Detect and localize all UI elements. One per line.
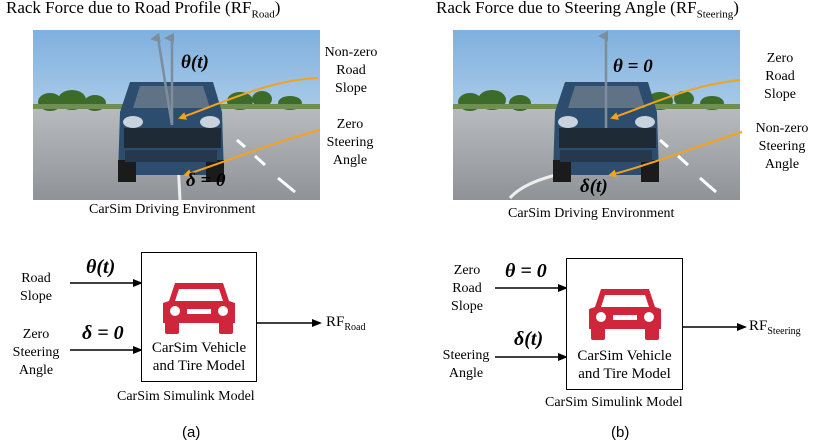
panel-a-input1-symbol: θ(t): [86, 256, 116, 278]
panel-b-title-text: Rack Force due to Steering Angle (RF: [436, 0, 697, 17]
panel-b-input2-symbol: δ(t): [514, 328, 544, 350]
panel-a-title-text: Rack Force due to Road Profile (RF: [6, 0, 252, 17]
panel-a-title-sub: Road: [251, 8, 275, 21]
panel-a-model-box: CarSim Vehicle and Tire Model: [141, 252, 257, 382]
panel-b-label: (b): [611, 424, 630, 441]
panel-b-box-text: CarSim Vehicle and Tire Model: [577, 348, 672, 382]
car-icon: [163, 283, 235, 334]
panel-a-annot-steer: Zero Steering Angle: [326, 117, 374, 168]
panel-a-output: RFRoad: [326, 314, 366, 333]
panel-b-block-diagram: [495, 284, 747, 361]
panel-a-annot-slope: Non-zero Road Slope: [324, 45, 378, 96]
panel-b-model-caption: CarSim Simulink Model: [545, 395, 683, 410]
panel-a-model-caption: CarSim Simulink Model: [117, 389, 255, 404]
panel-a-input2-symbol: δ = 0: [82, 322, 124, 344]
panel-a-input1-label: Road Slope: [20, 271, 52, 304]
panel-a-block-diagram: [70, 279, 322, 354]
panel-a-scene-delta: δ = 0: [186, 170, 226, 191]
panel-b-env-caption: CarSim Driving Environment: [508, 206, 675, 221]
panel-a-label: (a): [182, 424, 201, 441]
car-icon: [589, 289, 661, 340]
panel-b-input2-label: Steering Angle: [442, 348, 490, 381]
panel-b-input1-symbol: θ = 0: [505, 260, 547, 282]
panel-b-output: RFSteering: [749, 318, 801, 337]
panel-b-annot-slope: Zero Road Slope: [764, 51, 796, 102]
panel-a-scene-theta: θ(t): [181, 52, 209, 73]
panel-a-scene-image: [33, 30, 321, 201]
panel-b-title-close: ): [733, 0, 739, 17]
panel-a-title: Rack Force due to Road Profile (RFRoad): [6, 0, 280, 20]
panel-b-model-box: CarSim Vehicle and Tire Model: [566, 258, 683, 390]
panel-b-input1-label: Zero Road Slope: [451, 263, 483, 314]
panel-a-title-close: ): [274, 0, 281, 17]
panel-b-scene-theta: θ = 0: [613, 56, 653, 77]
panel-b-title: Rack Force due to Steering Angle (RFStee…: [436, 0, 739, 20]
panel-b-scene-image: [453, 30, 743, 200]
panel-b-annot-steer: Non-zero Steering Angle: [755, 121, 809, 172]
panel-a-env-caption: CarSim Driving Environment: [89, 202, 256, 217]
panel-b-scene-delta: δ(t): [580, 176, 608, 197]
panel-b-title-sub: Steering: [696, 8, 734, 21]
panel-a-input2-label: Zero Steering Angle: [12, 327, 60, 378]
panel-a-box-text: CarSim Vehicle and Tire Model: [151, 340, 247, 374]
